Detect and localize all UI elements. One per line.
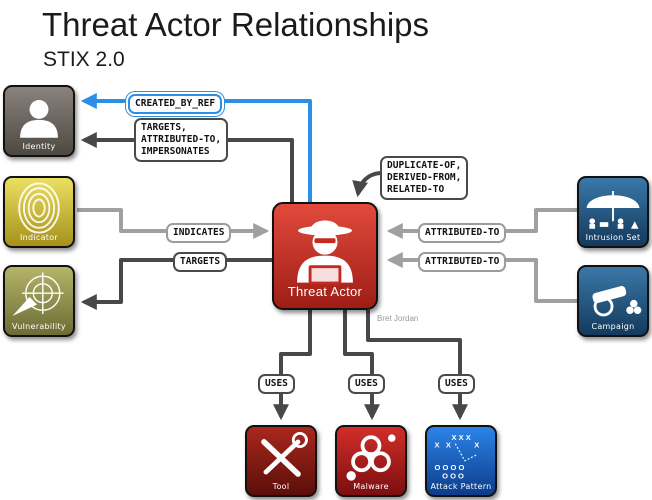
svg-text:O O O O: O O O O bbox=[435, 463, 465, 472]
node-indicator-label: Indicator bbox=[19, 233, 59, 242]
node-malware[interactable]: Malware bbox=[335, 425, 407, 497]
node-vulnerability[interactable]: Vulnerability bbox=[3, 265, 75, 337]
svg-text:X: X bbox=[474, 441, 479, 450]
page-title: Threat Actor Relationships bbox=[42, 6, 430, 43]
node-intrusion-set-label: Intrusion Set bbox=[585, 233, 641, 242]
node-threat-actor-label: Threat Actor bbox=[287, 284, 363, 299]
label-targets: TARGETS bbox=[173, 252, 228, 272]
node-campaign[interactable]: Campaign bbox=[577, 265, 649, 337]
label-targets-attributed-impersonates: TARGETS, ATTRIBUTED-TO, IMPERSONATES bbox=[134, 118, 229, 162]
node-threat-actor[interactable]: Threat Actor bbox=[272, 202, 378, 310]
umbrella-group-icon bbox=[586, 191, 640, 229]
label-created-by-ref: CREATED_BY_REF bbox=[128, 94, 223, 114]
svg-text:X: X bbox=[435, 441, 440, 450]
author-credit: Bret Jordan bbox=[377, 314, 419, 323]
node-indicator[interactable]: Indicator bbox=[3, 176, 75, 248]
label-duplicate-derived-related: DUPLICATE-OF, DERIVED-FROM, RELATED-TO bbox=[380, 156, 469, 200]
person-silhouette-icon bbox=[20, 100, 58, 138]
cannon-icon bbox=[592, 286, 642, 317]
node-intrusion-set[interactable]: Intrusion Set bbox=[577, 176, 649, 248]
edge-self-reference bbox=[352, 171, 381, 198]
tools-icon bbox=[261, 431, 308, 477]
page-subtitle: STIX 2.0 bbox=[43, 48, 125, 71]
fingerprint-icon bbox=[18, 182, 60, 234]
node-identity-label: Identity bbox=[22, 142, 56, 151]
node-attack-pattern-label: Attack Pattern bbox=[430, 482, 492, 491]
label-attributed-to-campaign: ATTRIBUTED-TO bbox=[418, 252, 507, 272]
hacker-icon bbox=[297, 220, 353, 285]
label-uses-malware: USES bbox=[348, 374, 385, 394]
node-tool[interactable]: Tool bbox=[245, 425, 317, 497]
label-uses-tool: USES bbox=[258, 374, 295, 394]
node-campaign-label: Campaign bbox=[591, 322, 635, 331]
edge-uses-tool bbox=[273, 310, 312, 421]
node-identity[interactable]: Identity bbox=[3, 85, 75, 157]
svg-text:X: X bbox=[446, 441, 451, 450]
crosshair-target-icon bbox=[12, 272, 64, 316]
edge-uses-attack-pattern bbox=[366, 310, 468, 421]
node-malware-label: Malware bbox=[353, 482, 389, 491]
svg-text:O O O: O O O bbox=[442, 472, 464, 481]
biohazard-icon bbox=[346, 434, 396, 481]
svg-text:X X X: X X X bbox=[452, 433, 471, 442]
node-tool-label: Tool bbox=[272, 482, 290, 491]
label-attributed-to-intrusion: ATTRIBUTED-TO bbox=[418, 223, 507, 243]
label-indicates: INDICATES bbox=[166, 223, 232, 243]
label-uses-attack-pattern: USES bbox=[438, 374, 475, 394]
node-vulnerability-label: Vulnerability bbox=[12, 322, 66, 331]
